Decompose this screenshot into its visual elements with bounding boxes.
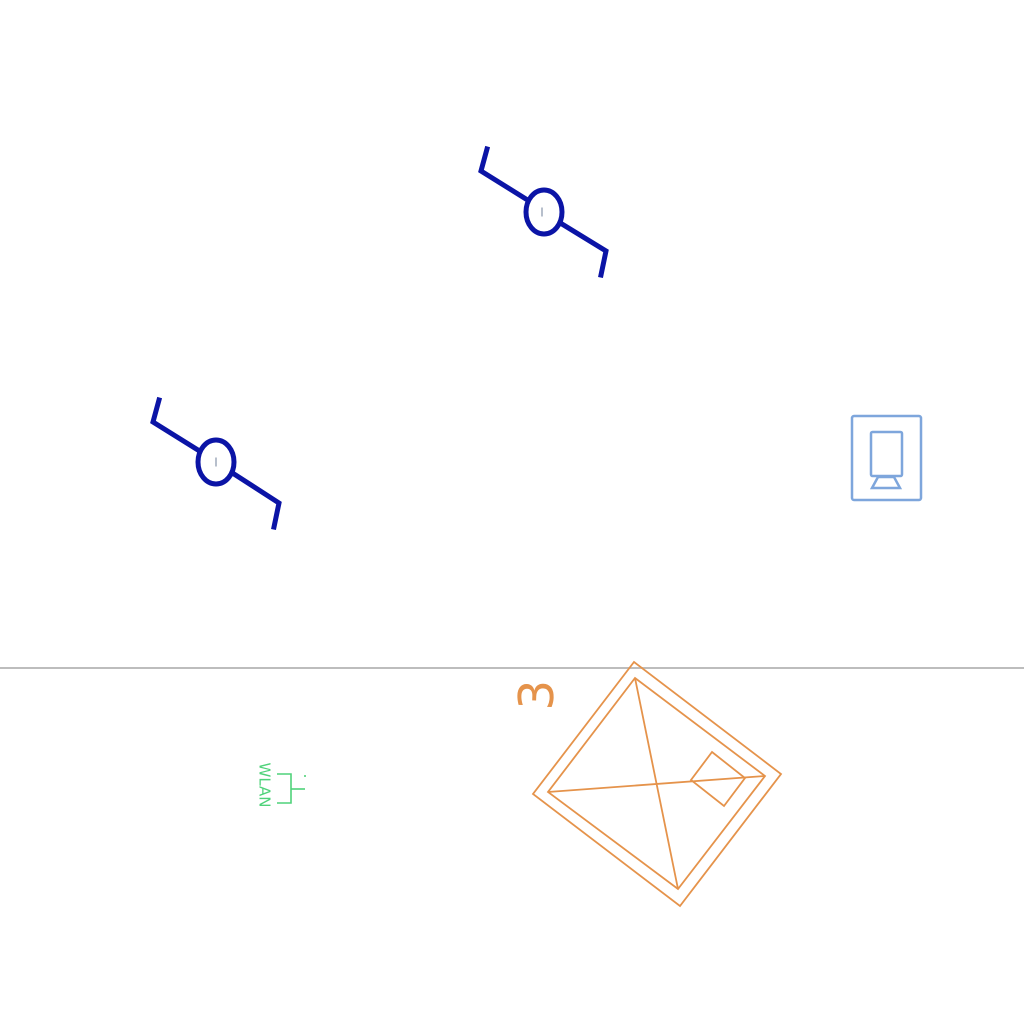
wall-access-point-icon [850, 414, 923, 502]
wlan-label: WLAN [256, 762, 274, 807]
wlan-connector-icon [277, 773, 306, 804]
rotated-square-fixture-icon [531, 660, 783, 908]
pendant-sensor-icon [150, 396, 282, 530]
fixture-number-label: 3 [508, 679, 565, 711]
pendant-sensor-icon [478, 145, 609, 278]
